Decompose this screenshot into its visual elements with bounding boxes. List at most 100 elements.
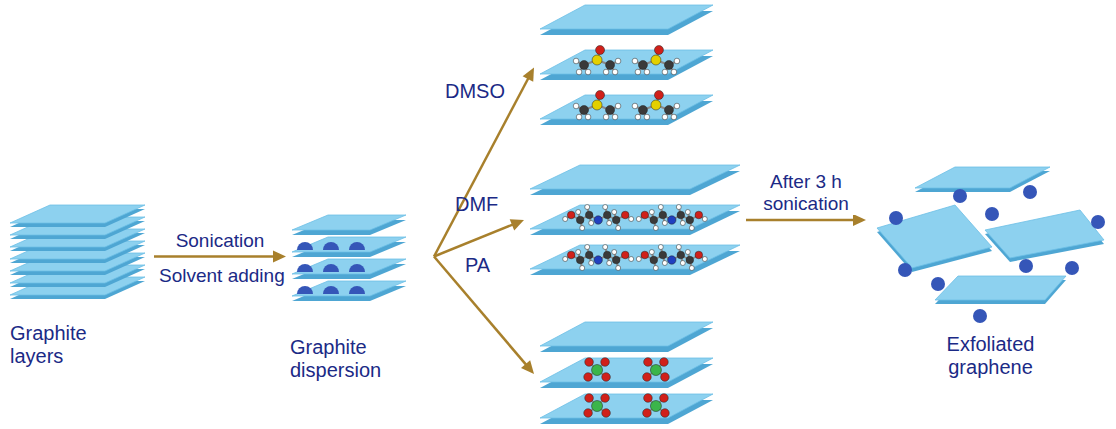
atom: [606, 61, 615, 70]
atom: [650, 216, 658, 224]
atom: [629, 217, 634, 222]
atom: [677, 251, 685, 259]
solvent-dome: [323, 286, 339, 294]
atom: [651, 55, 661, 65]
atom: [603, 69, 609, 75]
process-label: Solvent adding: [157, 265, 287, 287]
atom: [615, 103, 621, 109]
atom: [658, 245, 663, 250]
solvent-dome: [349, 264, 365, 272]
arrow-shaft: [154, 255, 275, 258]
process-arrow: [434, 68, 534, 257]
atom: [649, 250, 654, 255]
arrow-head: [273, 251, 286, 263]
atom: [585, 205, 590, 210]
plate-face: [985, 210, 1104, 258]
exfoliated-sheets: [877, 167, 1105, 323]
atom: [644, 69, 650, 75]
solvent-dome: [297, 264, 313, 272]
atom: [603, 211, 611, 219]
plate-face: [540, 394, 713, 418]
atom: [695, 251, 703, 259]
plate-face: [540, 50, 713, 74]
intercalated-stack: [530, 165, 740, 275]
atom: [576, 256, 584, 264]
atom: [680, 221, 685, 226]
solvent-dome: [323, 242, 339, 250]
solvent-dot: [1019, 259, 1033, 273]
atom: [601, 358, 610, 367]
plate-face: [10, 205, 145, 223]
atom: [641, 211, 649, 219]
atom: [686, 216, 694, 224]
atom: [601, 394, 610, 403]
atom: [603, 205, 608, 210]
atom: [567, 251, 575, 259]
plate-face: [292, 281, 406, 296]
atom: [580, 266, 585, 271]
atom: [653, 226, 658, 231]
atom: [650, 256, 658, 264]
atom: [589, 221, 594, 226]
atom: [644, 358, 653, 367]
dispersion-stack: [292, 215, 406, 301]
atom: [702, 217, 707, 222]
atom: [680, 261, 685, 266]
atom: [589, 261, 594, 266]
solvent-dome: [297, 286, 313, 294]
atom: [612, 114, 618, 120]
atom: [654, 46, 663, 55]
solvent-dot: [931, 277, 945, 291]
atom: [653, 266, 658, 271]
atom: [585, 69, 591, 75]
solvent-dot: [1023, 185, 1037, 199]
graphite-stack: [10, 205, 145, 299]
solvent-dot: [898, 263, 912, 277]
atom: [695, 211, 703, 219]
atom: [671, 69, 677, 75]
atom: [676, 205, 681, 210]
illustration-node: PA: [540, 322, 715, 426]
atom: [602, 373, 611, 382]
atom: [603, 114, 609, 120]
atom: [573, 58, 579, 64]
plate-face: [540, 322, 713, 346]
arrow-head: [510, 219, 524, 230]
illustration-node: Graphite layers: [8, 203, 150, 305]
atom: [563, 217, 568, 222]
atom: [674, 58, 680, 64]
atom: [585, 245, 590, 250]
process-arrow: [746, 214, 866, 226]
atom: [641, 251, 649, 259]
atom: [689, 226, 694, 231]
stage-label: DMSO: [445, 80, 505, 103]
atom: [632, 103, 638, 109]
atom: [592, 365, 603, 376]
atom: [585, 114, 591, 120]
atom: [612, 216, 620, 224]
atom: [606, 106, 615, 115]
plate-face: [292, 215, 406, 230]
atom: [677, 211, 685, 219]
atom: [644, 394, 653, 403]
plate-face: [530, 205, 740, 229]
atom: [702, 257, 707, 262]
atom: [661, 373, 670, 382]
atom: [612, 210, 617, 215]
edge-label: After 3 h sonication: [754, 171, 858, 215]
process-arrow: [434, 219, 524, 256]
arrow-shaft: [746, 219, 855, 222]
atom: [664, 106, 673, 115]
arrow-head: [523, 68, 534, 82]
atom: [603, 251, 611, 259]
atom: [662, 69, 668, 75]
arrow-head: [853, 214, 866, 226]
atom: [654, 91, 663, 100]
stage-label: Exfoliated graphene: [933, 333, 1048, 379]
atom: [659, 251, 667, 259]
atom: [585, 211, 593, 219]
atom: [576, 250, 581, 255]
atom: [612, 69, 618, 75]
illustration-node: Graphite dispersion: [290, 213, 410, 300]
